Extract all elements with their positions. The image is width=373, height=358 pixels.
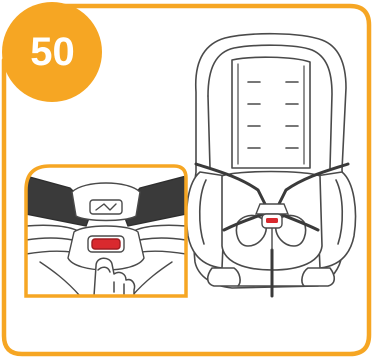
step-number: 50: [0, 0, 105, 104]
inset-zoom: [26, 166, 186, 296]
